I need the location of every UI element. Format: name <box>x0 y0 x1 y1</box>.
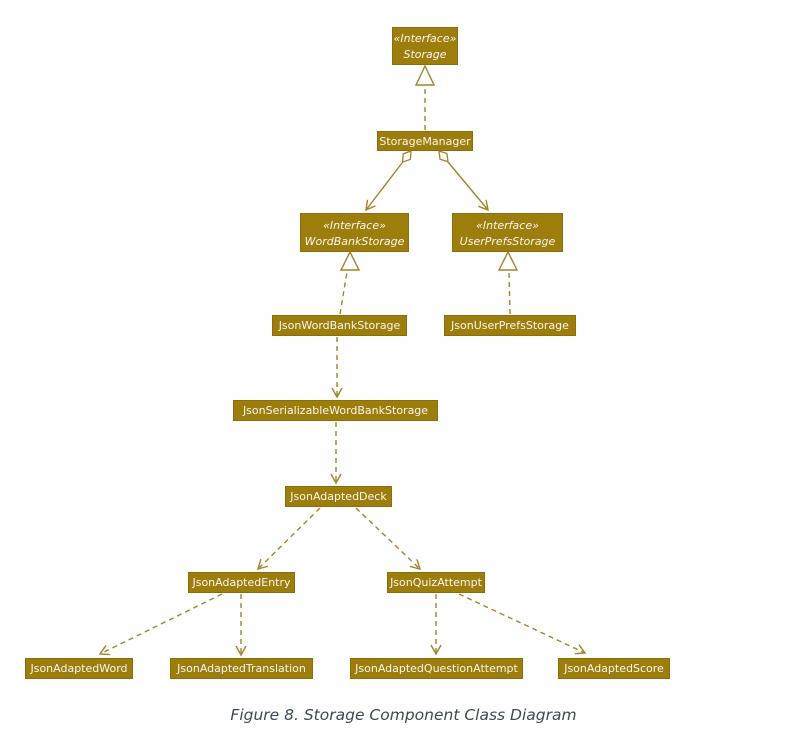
class-name: JsonAdaptedDeck <box>290 490 387 503</box>
class-name: JsonAdaptedWord <box>30 662 128 675</box>
class-name: JsonUserPrefsStorage <box>451 319 569 332</box>
class-node-json-adapted-word: JsonAdaptedWord <box>25 658 133 679</box>
class-node-json-adapted-score: JsonAdaptedScore <box>558 658 670 679</box>
class-name: JsonWordBankStorage <box>278 319 401 332</box>
class-node-storage-manager: StorageManager <box>377 131 473 151</box>
stereotype-label: «Interface» <box>476 218 539 232</box>
edge-jsonuserprefsstorage-to-userprefsstorage <box>497 250 519 315</box>
class-node-json-user-prefs-storage: JsonUserPrefsStorage <box>444 315 576 336</box>
class-name: Storage <box>403 48 447 61</box>
class-name: JsonAdaptedEntry <box>192 576 291 589</box>
class-node-json-adapted-deck: JsonAdaptedDeck <box>285 486 392 507</box>
class-name: JsonAdaptedTranslation <box>177 662 306 675</box>
class-name: StorageManager <box>379 134 471 148</box>
edge-jsonadaptedentry-to-jsonadaptedword <box>98 593 223 656</box>
stereotype-label: «Interface» <box>323 218 386 232</box>
class-node-json-serializable-word-bank-storage: JsonSerializableWordBankStorage <box>233 400 438 421</box>
class-name: JsonAdaptedQuestionAttempt <box>355 662 518 675</box>
edge-storagemanager-to-userprefsstorage <box>438 150 489 212</box>
class-node-json-adapted-question-attempt: JsonAdaptedQuestionAttempt <box>350 658 523 679</box>
edge-jsonwordbankstorage-to-wordbankstorage <box>339 250 361 315</box>
stereotype-label: «Interface» <box>393 32 457 45</box>
class-node-json-adapted-entry: JsonAdaptedEntry <box>188 572 295 593</box>
class-name: JsonSerializableWordBankStorage <box>242 404 429 417</box>
class-name: JsonAdaptedScore <box>564 662 664 675</box>
figure-caption: Figure 8. Storage Component Class Diagra… <box>230 706 577 724</box>
class-node-user-prefs-storage: «Interface» UserPrefsStorage <box>452 213 563 252</box>
class-name: UserPrefsStorage <box>459 234 556 248</box>
class-node-word-bank-storage: «Interface» WordBankStorage <box>300 213 409 252</box>
edge-storagemanager-to-wordbankstorage <box>365 150 412 212</box>
class-node-json-quiz-attempt: JsonQuizAttempt <box>387 572 485 593</box>
class-node-storage: «Interface» Storage <box>392 27 458 65</box>
edge-storagemanager-to-storage <box>414 64 436 130</box>
edge-jsonquizattempt-to-jsonadaptedscore <box>458 593 587 655</box>
class-name: JsonQuizAttempt <box>390 576 482 589</box>
edge-jsonadapteddeck-to-jsonadaptedentry <box>256 507 321 571</box>
class-node-json-word-bank-storage: JsonWordBankStorage <box>272 315 407 336</box>
class-node-json-adapted-translation: JsonAdaptedTranslation <box>170 658 313 679</box>
class-name: WordBankStorage <box>304 234 405 248</box>
edge-jsonadapteddeck-to-jsonquizattempt <box>355 507 422 570</box>
